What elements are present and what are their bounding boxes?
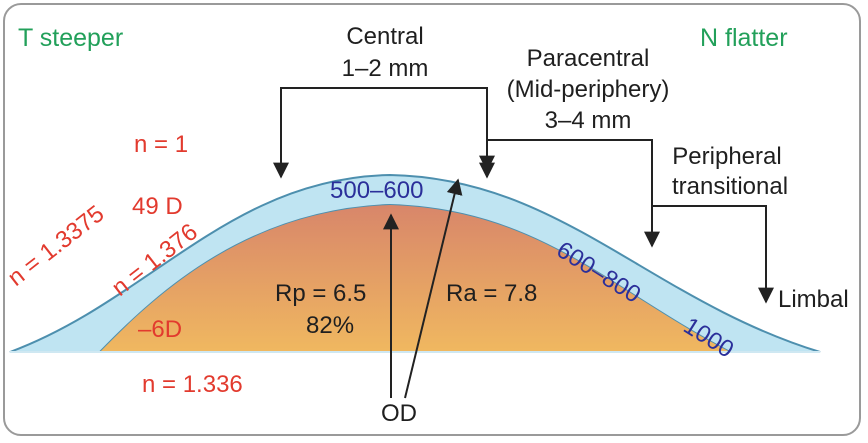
paracentral-leader [487, 139, 660, 248]
limbal-label: Limbal [778, 286, 849, 313]
paracentral-size: 3–4 mm [544, 107, 632, 134]
paracentral-sub: (Mid-periphery) [506, 76, 670, 103]
central-title: Central [346, 23, 424, 50]
power-49d-label: 49 D [132, 193, 183, 220]
inner-lens [100, 205, 730, 352]
paracentral-title: Paracentral [526, 45, 650, 72]
n-flatter-label: N flatter [700, 24, 788, 52]
peripheral-line2: transitional [671, 173, 789, 200]
n-1336-label: n = 1.336 [142, 371, 243, 398]
od-label: OD [381, 400, 417, 427]
n1-label: n = 1 [134, 131, 189, 158]
central-size: 1–2 mm [341, 55, 429, 82]
central-bracket [280, 87, 495, 172]
od-arrow-ra [404, 178, 463, 399]
t-steeper-label: T steeper [18, 24, 124, 52]
peripheral-leader [652, 205, 774, 304]
minus-6d-label: –6D [138, 316, 183, 343]
ratio-label: 82% [306, 312, 355, 339]
ra-label: Ra = 7.8 [446, 280, 538, 307]
peripheral-line1: Peripheral [672, 143, 782, 170]
rp-label: Rp = 6.5 [275, 280, 367, 307]
thickness-center-label: 500–600 [330, 177, 424, 204]
